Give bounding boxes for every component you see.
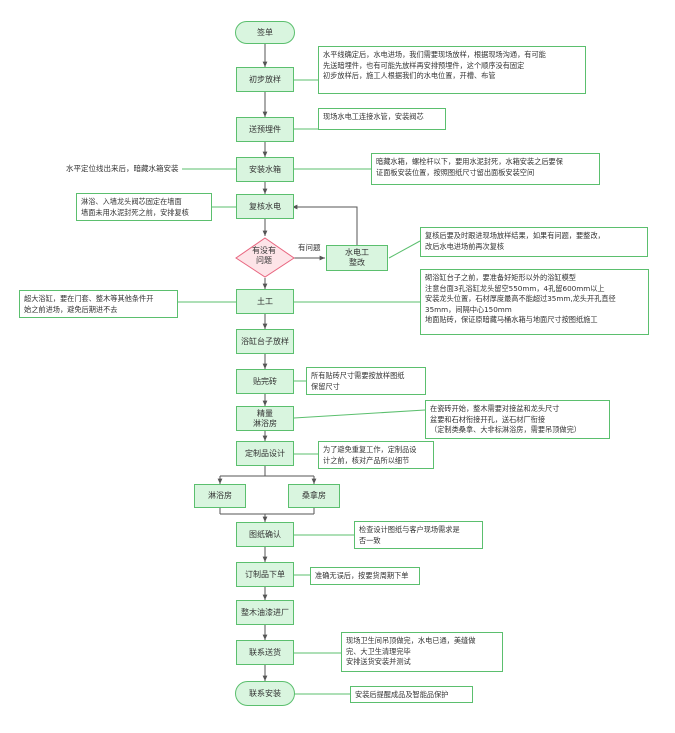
node-measure-shower: 精量 淋浴房 — [236, 406, 294, 431]
note-order-custom: 准确无误后，按要货周期下单 — [310, 567, 420, 585]
note-fix-plumbing: 复核后要及时跟进现场放样结果，如果有问题，要整改， 改后水电进场前再次复核 — [420, 227, 648, 257]
note-custom-design: 为了避免重复工作，定制品设 计之前，核对产品所以细节 — [318, 441, 434, 469]
note-measure-shower: 在瓷砖开始，整木需要对接盆和龙头尺寸 盆要和石材衔接开孔，送石材厂衔接 （定制类… — [425, 400, 610, 439]
node-wood-paint: 整木油漆进厂 — [236, 600, 294, 625]
edge-label-has-issue: 有问题 — [298, 243, 321, 252]
node-custom-design: 定制品设计 — [236, 441, 294, 466]
node-review-plumbing: 复核水电 — [236, 194, 294, 219]
node-drawing-confirm: 图纸确认 — [236, 522, 294, 547]
node-tiling: 贴完砖 — [236, 369, 294, 394]
note-masonry-left: 超大浴缸，要在门套、整木等其他条件开 始之前进场，避免后期进不去 — [19, 290, 178, 318]
node-shower-room: 淋浴房 — [194, 484, 246, 508]
note-install-tank-right: 暗藏水箱，螺栓杆以下，要用水泥封死，水箱安装之后要保 证面板安装位置，按照图纸尺… — [371, 153, 600, 185]
node-initial-layout: 初步放样 — [236, 67, 294, 92]
note-embed-parts: 现场水电工连接水管，安装阀芯 — [318, 108, 446, 130]
node-masonry: 土工 — [236, 289, 294, 314]
note-tiling: 所有贴砖尺寸需要按放样图纸 保留尺寸 — [306, 367, 426, 395]
decision-label: 有没有 问题 — [252, 246, 276, 265]
node-tub-platform: 浴缸台子放样 — [236, 329, 294, 354]
note-contact-install: 安装后提醒成品及智能品保护 — [350, 686, 473, 703]
node-install-tank: 安装水箱 — [236, 157, 294, 182]
node-embed-parts: 送预埋件 — [236, 117, 294, 142]
node-sauna-room: 桑拿房 — [288, 484, 340, 508]
note-review-left: 淋浴、入墙龙头阀芯固定在墙面 墙面未用水泥封死之前，安排复核 — [76, 193, 212, 221]
note-drawing-confirm: 检查设计图纸与客户现场需求是 否一致 — [354, 521, 483, 549]
node-fix-plumbing: 水电工 整改 — [326, 245, 388, 271]
note-install-tank-left: 水平定位线出来后，暗藏水箱安装 — [66, 164, 179, 173]
node-contact-install: 联系安装 — [235, 681, 295, 706]
decision-shape — [235, 237, 295, 278]
node-sign: 签单 — [235, 21, 295, 44]
note-masonry-right: 砌浴缸台子之前，要准备好矩形以外的浴缸模型 注意台面3孔浴缸龙头留空550mm，… — [420, 269, 649, 335]
node-contact-delivery: 联系送货 — [236, 640, 294, 665]
node-order-custom: 订制品下单 — [236, 562, 294, 587]
note-initial-layout: 水平线确定后，水电进场，我们需要现场放样，根据现场沟通，有可能 先送暗埋件，也有… — [318, 46, 586, 94]
note-contact-delivery: 现场卫生间吊顶做完，水电已通，美缝做 完、大卫生清理完毕 安排送货安装并测试 — [341, 632, 503, 672]
